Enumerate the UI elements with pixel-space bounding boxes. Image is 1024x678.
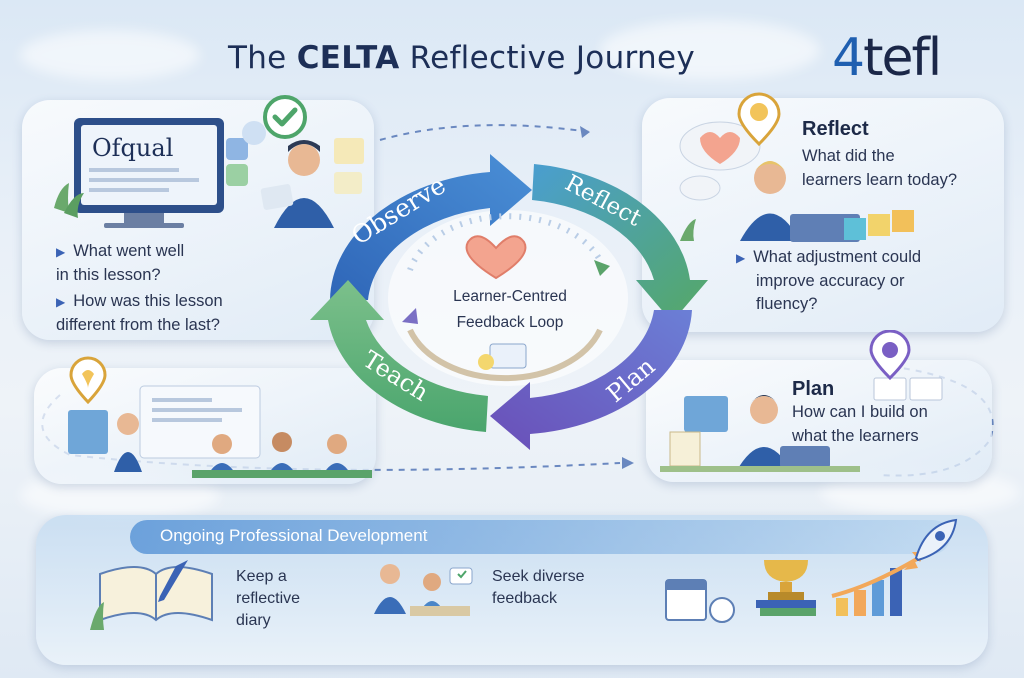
bullet-triangle-icon: ▶ bbox=[736, 251, 746, 265]
ofqual-screen-label: Ofqual bbox=[92, 134, 174, 162]
computer-illustration bbox=[54, 118, 364, 228]
notes-illustration bbox=[873, 377, 943, 401]
book-icon bbox=[90, 560, 213, 630]
bullet-triangle-icon: ▶ bbox=[56, 245, 66, 259]
reflect-heading: Reflect bbox=[802, 118, 869, 140]
growth-illustration bbox=[665, 518, 958, 623]
teach-arc bbox=[310, 280, 488, 432]
reflect-arc bbox=[532, 164, 708, 322]
feedback-cycle bbox=[310, 154, 708, 450]
pd-title: Ongoing Professional Development bbox=[160, 526, 428, 545]
observe-panel: Ofqual ▶What went well in this lesson? ▶… bbox=[22, 100, 374, 340]
page-title: The CELTA Reflective Journey bbox=[228, 40, 695, 76]
heart-icon bbox=[465, 235, 527, 280]
pin-icon bbox=[69, 356, 107, 405]
classroom-illustration bbox=[68, 385, 372, 478]
plan-arc bbox=[490, 310, 692, 450]
observe-question-2: ▶How was this lesson different from the … bbox=[56, 292, 223, 334]
brand-logo: 4tefl bbox=[832, 28, 942, 88]
observe-question-1: ▶What went well in this lesson? bbox=[56, 242, 185, 284]
plan-heading: Plan bbox=[792, 378, 835, 400]
checkmark-icon bbox=[263, 95, 307, 139]
rocket-icon bbox=[904, 518, 958, 570]
pin-icon bbox=[869, 330, 911, 381]
monitor-icon bbox=[489, 343, 527, 369]
title-bar: The CELTA Reflective Journey 4tefl bbox=[0, 28, 1024, 90]
lightbulb-icon bbox=[737, 92, 781, 147]
reflect-illustration bbox=[679, 121, 860, 242]
trophy-icon bbox=[764, 560, 808, 582]
bullet-triangle-icon: ▶ bbox=[56, 295, 66, 309]
pd-title-strip bbox=[130, 520, 950, 554]
feedback-people-illustration bbox=[374, 564, 473, 616]
planning-illustration bbox=[660, 395, 860, 472]
letter-blocks-illustration bbox=[844, 210, 914, 240]
reflect-question: ▶What adjustment could improve accuracy … bbox=[736, 248, 922, 313]
observe-arc bbox=[330, 154, 532, 300]
